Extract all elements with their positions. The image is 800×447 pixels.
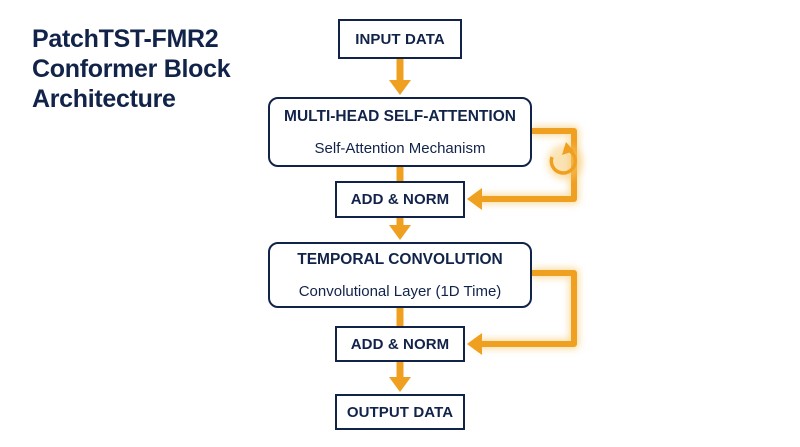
diagram-title: PatchTST-FMR2 Conformer Block Architectu…	[32, 24, 231, 114]
title-line-3: Architecture	[32, 85, 176, 113]
residual-connection-2	[467, 270, 577, 355]
add-norm-block-1: ADD & NORM	[335, 181, 465, 218]
arrowhead-to-tconv	[389, 225, 411, 240]
mhsa-subtitle: Self-Attention Mechanism	[314, 139, 486, 157]
mhsa-title: MULTI-HEAD SELF-ATTENTION	[284, 107, 516, 125]
temporal-convolution-block: TEMPORAL CONVOLUTION Convolutional Layer…	[268, 242, 532, 308]
refresh-loop-icon	[547, 142, 583, 180]
multi-head-self-attention-block: MULTI-HEAD SELF-ATTENTION Self-Attention…	[268, 97, 532, 167]
add-norm-block-2: ADD & NORM	[335, 326, 465, 362]
input-data-block: INPUT DATA	[338, 19, 462, 59]
tconv-subtitle: Convolutional Layer (1D Time)	[298, 282, 502, 300]
arrowhead-to-output	[389, 377, 411, 392]
output-data-block: OUTPUT DATA	[335, 394, 465, 430]
tconv-title: TEMPORAL CONVOLUTION	[297, 250, 503, 268]
title-line-1: PatchTST-FMR2	[32, 25, 219, 53]
title-line-2: Conformer Block	[32, 55, 231, 83]
arrowhead-to-mhsa	[389, 80, 411, 95]
